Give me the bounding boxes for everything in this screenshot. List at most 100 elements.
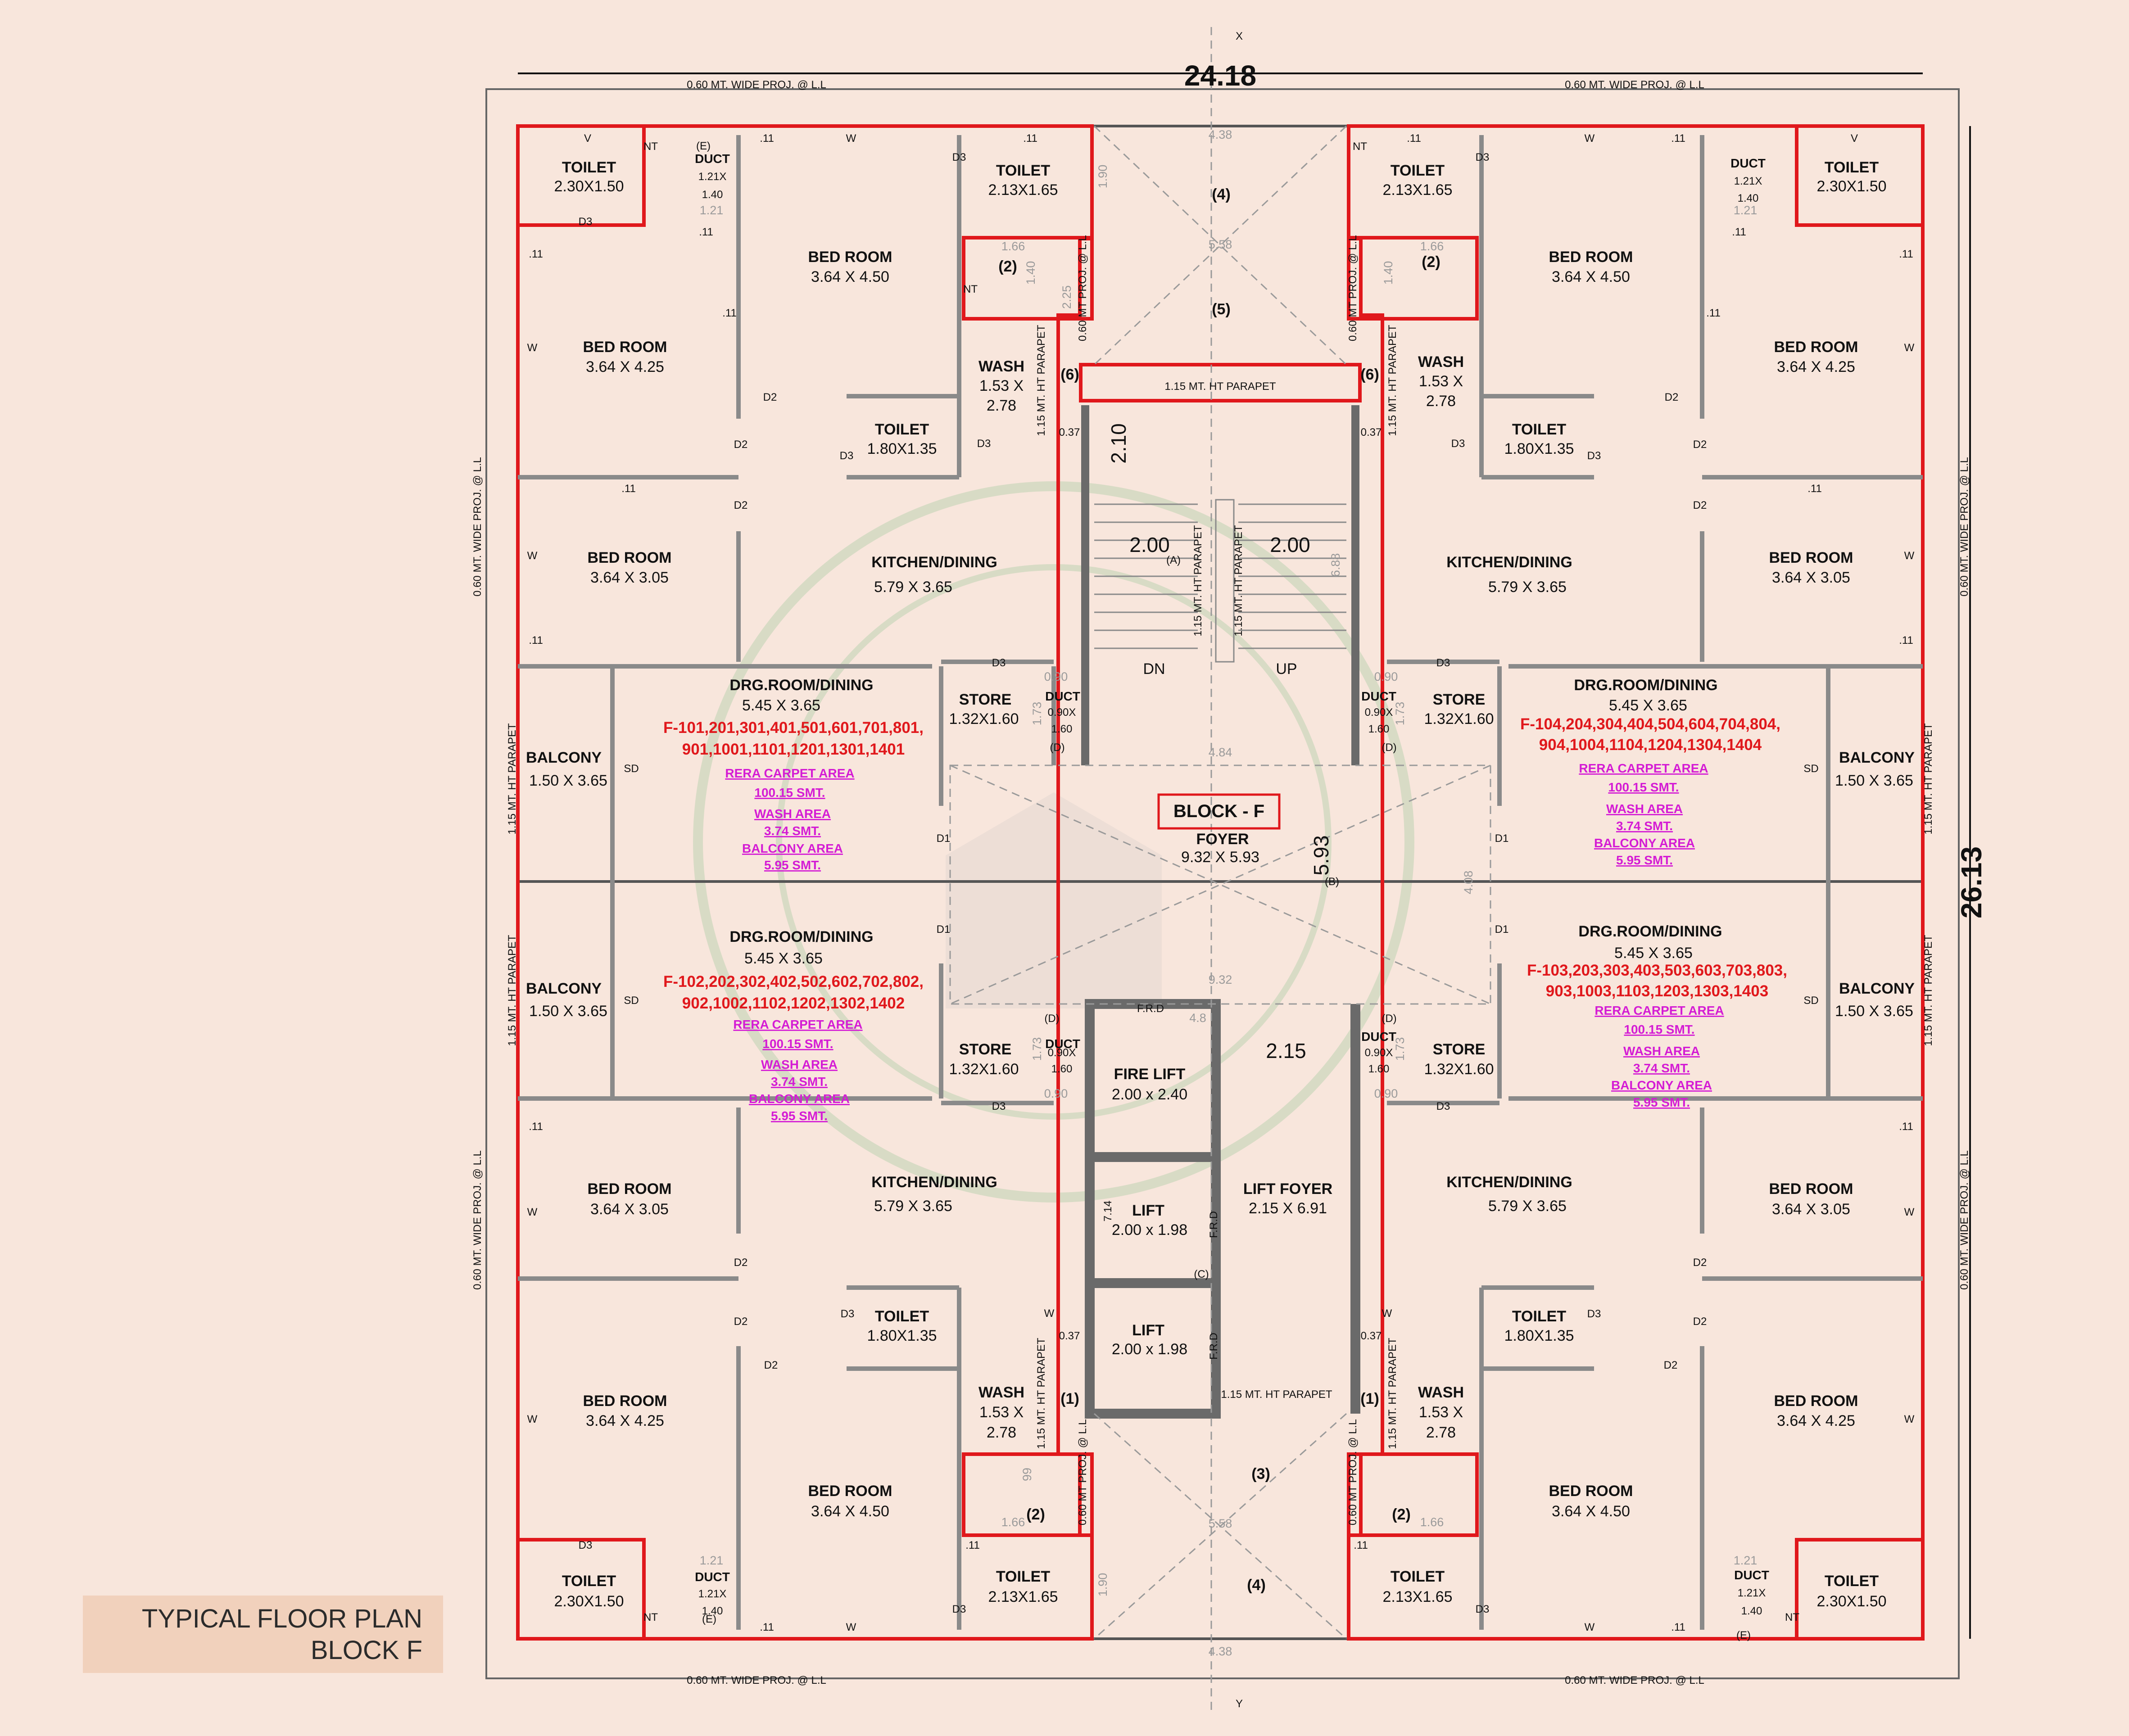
room-size: 3.64 X 3.05 [1772, 569, 1850, 586]
dim-5-58: 5.58 [1209, 238, 1232, 251]
room-label-drg: DRG.ROOM/DINING [1578, 923, 1722, 940]
room-label-drg: DRG.ROOM/DINING [729, 928, 873, 945]
marker-1: (1) [1360, 1390, 1379, 1407]
room-label-balcony: BALCONY [526, 749, 602, 766]
room-label-bed-room: BED ROOM [588, 549, 672, 566]
dim-0-37: 0.37 [1059, 1330, 1080, 1342]
room-label-wash: WASH [978, 1384, 1024, 1401]
stair-flight-dimension: 2.10 [1107, 423, 1130, 464]
unit-bottom-right: DRG.ROOM/DINING 5.45 X 3.65 F-103,203,30… [1361, 923, 1915, 1617]
door-window-codes: V W W V W W W W W W W W W W W W SD SD SD… [527, 132, 1915, 1633]
room-size: 3.64 X 4.25 [1777, 358, 1855, 375]
code-d3: D3 [1476, 1603, 1490, 1615]
tag-11: .11 [760, 132, 774, 145]
code-d1: D1 [1495, 832, 1509, 845]
room-size: 3.64 X 4.50 [1552, 268, 1630, 285]
balcony-area-value: 5.95 SMT. [1633, 1095, 1690, 1109]
code-w: W [527, 550, 538, 562]
overall-width-dimension: 24.18 [1184, 59, 1256, 92]
unit-bottom-left: DRG.ROOM/DINING 5.45 X 3.65 F-102,202,30… [526, 928, 1080, 1617]
room-size: 2.78 [987, 397, 1016, 414]
room-label-toilet: TOILET [1391, 162, 1445, 179]
dim-1-66: 1.66 [1001, 1515, 1025, 1529]
rera-carpet-label: RERA CARPET AREA [1579, 761, 1708, 775]
dim-1-40: 1.40 [1024, 261, 1037, 285]
projection-side-label: 0.60 MT. WIDE PROJ. @ L.L [471, 457, 484, 597]
room-size: 3.64 X 4.50 [811, 1503, 889, 1520]
parapet-label: 1.15 MT. HT PARAPET [1035, 1338, 1047, 1449]
block-label: BLOCK - F [1173, 801, 1264, 821]
dim-1-73: 1.73 [1030, 1037, 1044, 1061]
section-markers: (4) (2) (2) (5) (6) (6) (A) (B) (C) (D) … [696, 30, 1751, 1710]
wash-area-label: WASH AREA [1623, 1044, 1700, 1058]
marker-3: (3) [1251, 1465, 1270, 1483]
room-size: 0.90X [1365, 1047, 1393, 1059]
code-sd: SD [624, 995, 639, 1007]
room-label-duct: DUCT [1361, 1030, 1396, 1044]
code-d3: D3 [992, 1100, 1006, 1112]
projection-label: 0.60 MT. WIDE PROJ. @ L.L [687, 79, 826, 91]
code-w: W [1904, 1413, 1915, 1425]
code-w: W [846, 1621, 856, 1633]
room-size: 1.50 X 3.65 [1835, 772, 1913, 789]
fire-lift-label: FIRE LIFT [1114, 1066, 1186, 1083]
code-sd: SD [624, 763, 639, 775]
tag-11: .11 [1354, 1539, 1368, 1551]
rera-carpet-value: 100.15 SMT. [1624, 1022, 1694, 1036]
tag-11: .11 [1023, 132, 1037, 145]
tag-11: .11 [1807, 483, 1822, 495]
unit-outlines [516, 124, 1925, 1641]
code-d2: D2 [1693, 499, 1707, 511]
dim-1-21: 1.21 [700, 1554, 724, 1567]
room-size: 1.32X1.60 [949, 1061, 1019, 1078]
code-d2: D2 [1693, 1316, 1707, 1328]
marker-2: (2) [1026, 1506, 1045, 1523]
room-label-kitchen: KITCHEN/DINING [871, 1174, 997, 1191]
room-label-toilet: TOILET [1512, 1308, 1566, 1325]
room-size: 3.64 X 4.25 [586, 1412, 664, 1429]
room-size: 2.13X1.65 [988, 1588, 1058, 1605]
projection-label: 0.60 MT. WIDE PROJ. @ L.L [1565, 79, 1704, 91]
fire-lift-size: 2.00 x 2.40 [1112, 1086, 1187, 1103]
room-label-bed-room: BED ROOM [808, 249, 892, 266]
dim-1-73: 1.73 [1393, 702, 1407, 726]
room-label-bed-room: BED ROOM [1769, 549, 1853, 566]
room-label-toilet: TOILET [996, 162, 1050, 179]
wash-area-label: WASH AREA [754, 807, 831, 821]
code-d1: D1 [937, 832, 951, 845]
projection-short-label: 0.60 MT PROJ. @ L.L [1077, 1419, 1089, 1525]
lift-foyer-size: 2.15 X 6.91 [1249, 1200, 1327, 1217]
marker-d: (D) [1382, 741, 1396, 754]
tag-11: .11 [1899, 1121, 1913, 1133]
plan-title-line1: TYPICAL FLOOR PLAN [141, 1604, 422, 1633]
marker-d: (D) [1050, 741, 1064, 754]
code-d3: D3 [1587, 450, 1601, 462]
room-label-duct: DUCT [1730, 156, 1766, 170]
room-size: 2.30X1.50 [1816, 178, 1886, 195]
code-d3: D3 [1436, 1100, 1450, 1112]
room-size: 1.50 X 3.65 [1835, 1003, 1913, 1020]
room-label-store: STORE [1433, 1041, 1486, 1058]
code-w: W [1044, 1307, 1055, 1320]
plan-title-box: TYPICAL FLOOR PLAN BLOCK F [83, 1596, 443, 1673]
room-size: 3.64 X 3.05 [1772, 1201, 1850, 1218]
lift-label: LIFT [1132, 1322, 1164, 1339]
code-w: W [1382, 1307, 1392, 1320]
room-label-bed-room: BED ROOM [1774, 1392, 1858, 1410]
balcony-area-label: BALCONY AREA [742, 841, 843, 855]
foyer-side-dimension: 4.08 [1462, 871, 1475, 895]
dim-4-38: 4.38 [1209, 1645, 1232, 1658]
code-d3: D3 [579, 1539, 593, 1551]
wash-area-label: WASH AREA [761, 1058, 838, 1071]
room-size: 5.45 X 3.65 [1614, 945, 1693, 962]
room-size: 0.90X [1048, 1047, 1076, 1059]
tag-11: .11 [529, 248, 543, 260]
dim-1-66: 1.66 [1420, 1515, 1444, 1529]
marker-6: (6) [1360, 366, 1379, 383]
room-size: 1.80X1.35 [867, 440, 937, 457]
dim-5-58: 5.58 [1209, 1517, 1232, 1530]
room-label-wash: WASH [1418, 353, 1464, 371]
staircase [1094, 499, 1346, 663]
room-size: 2.30X1.50 [1816, 1593, 1886, 1610]
room-label-wash: WASH [1418, 1384, 1464, 1401]
